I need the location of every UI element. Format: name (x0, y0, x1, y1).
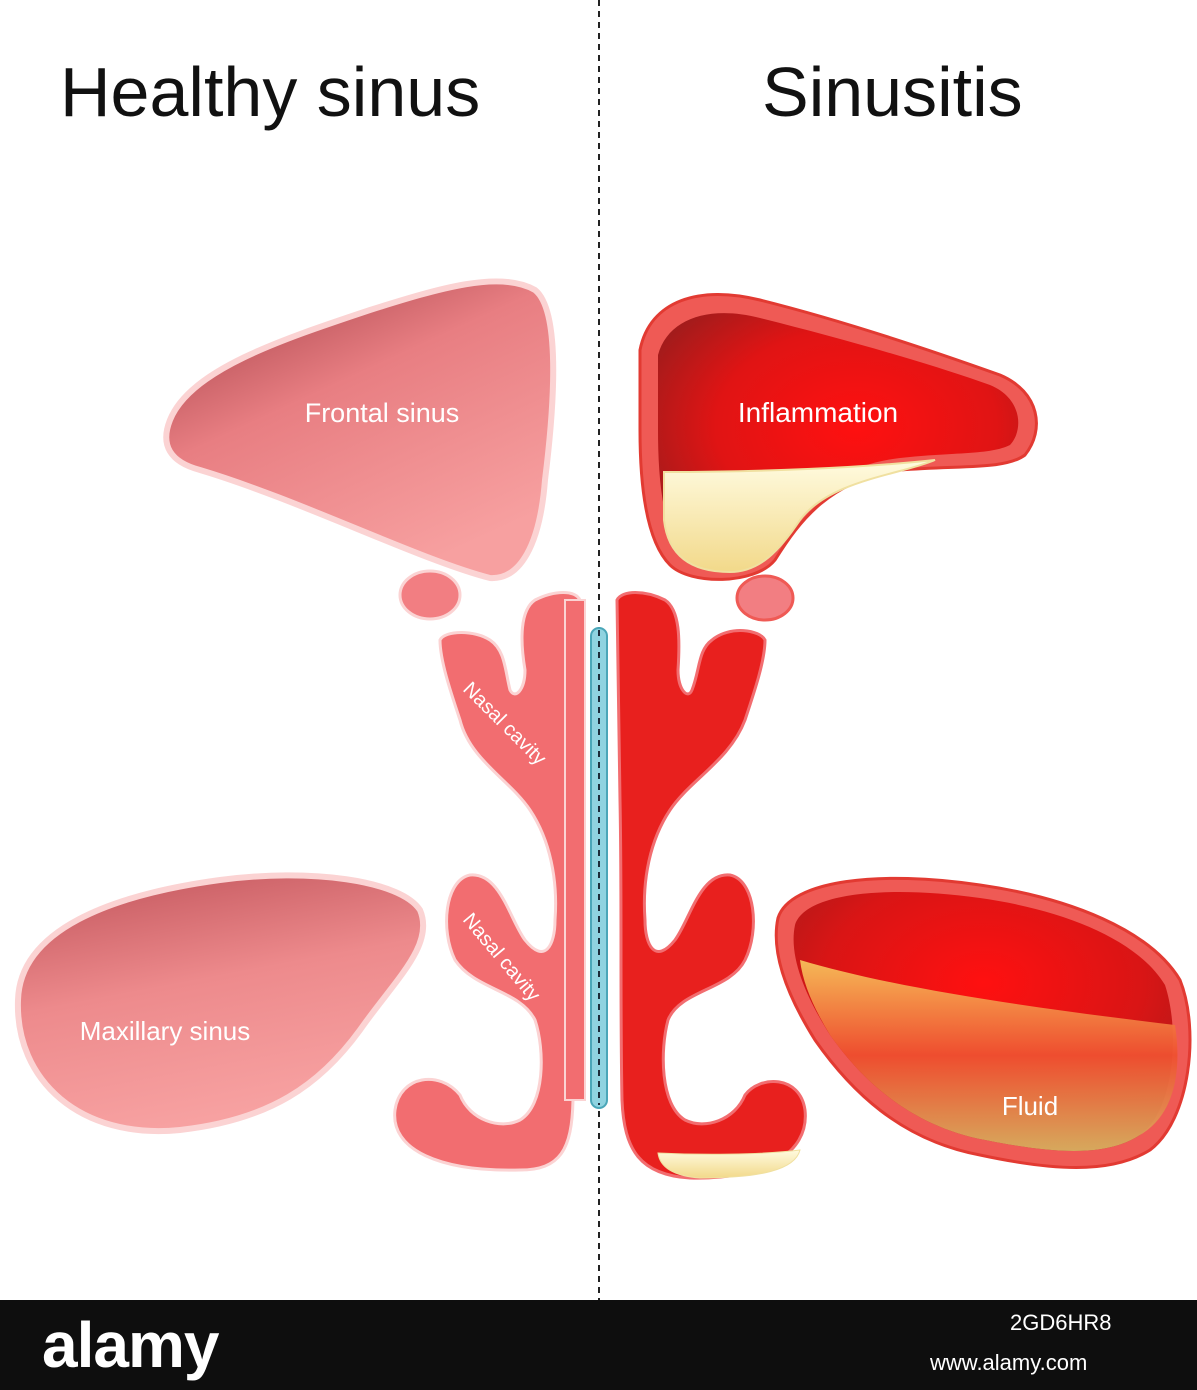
sinus-diagram: Frontal sinus Nasal cavity Nasal cavity … (14, 0, 1192, 1300)
inflamed-maxillary-fluid (800, 960, 1178, 1151)
inflamed-ethmoid-blob (735, 574, 795, 622)
healthy-nasal-turbinates (393, 591, 582, 1172)
diagram-canvas: Healthy sinus Sinusitis (14, 0, 1192, 1300)
footer-image-id: 2GD6HR8 (1010, 1310, 1112, 1335)
label-fluid: Fluid (1002, 1091, 1058, 1121)
heading-healthy-sinus: Healthy sinus (60, 53, 481, 131)
healthy-ethmoid-blob (398, 569, 462, 621)
footer-site: www.alamy.com (930, 1350, 1088, 1375)
healthy-maxillary-sinus (14, 872, 427, 1135)
inflamed-frontal-fluid (663, 459, 936, 574)
healthy-septum-edge (564, 599, 586, 1101)
label-maxillary-sinus: Maxillary sinus (80, 1016, 251, 1046)
healthy-frontal-sinus (163, 278, 557, 582)
nasal-septum (590, 627, 608, 1109)
inflamed-nasal-turbinates (615, 591, 807, 1180)
footer-logo: alamy (42, 1309, 219, 1381)
heading-sinusitis: Sinusitis (762, 53, 1023, 131)
inflamed-nasal-fluid (657, 1149, 801, 1179)
label-inflammation: Inflammation (738, 397, 898, 428)
footer-bar: alamy 2GD6HR8 www.alamy.com (0, 1300, 1197, 1390)
label-frontal-sinus: Frontal sinus (305, 398, 460, 428)
